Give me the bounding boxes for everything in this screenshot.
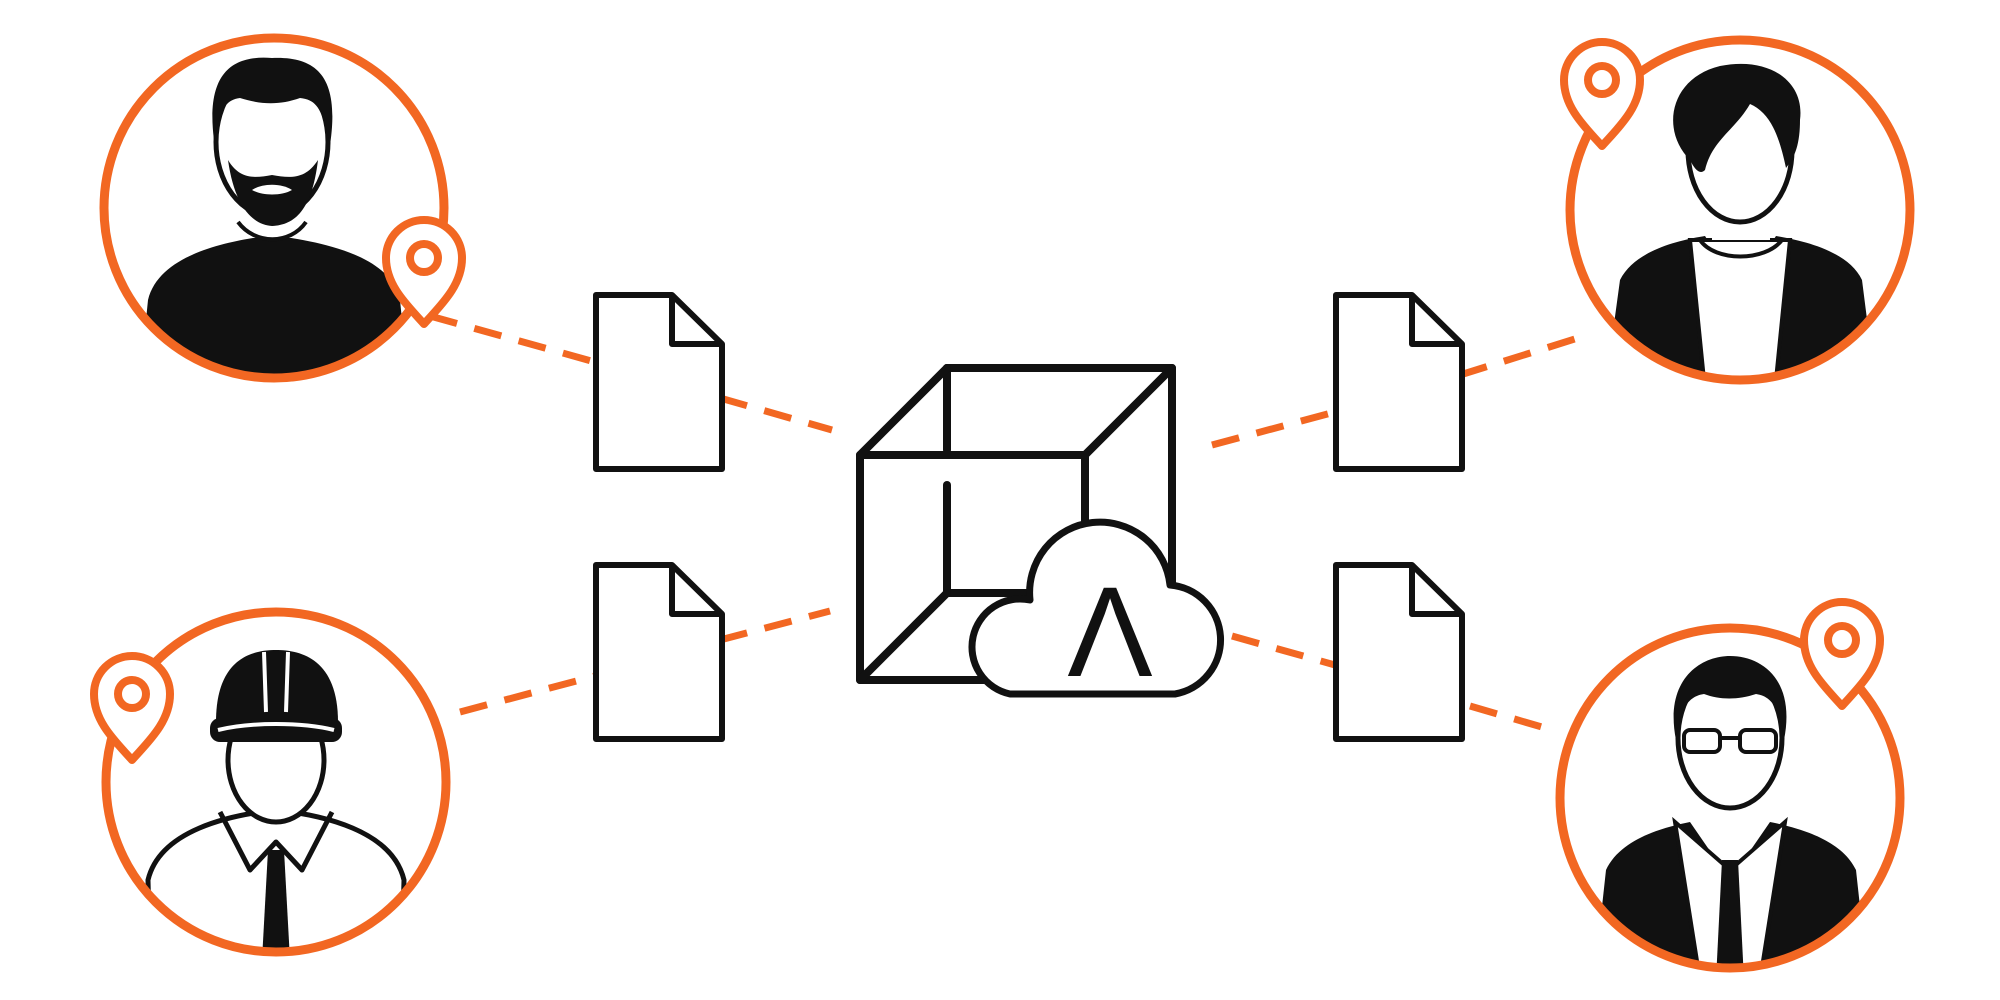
document-icon	[596, 565, 722, 739]
bearded-man-avatar-icon	[140, 57, 408, 378]
cloud-icon: Λ	[968, 518, 1224, 704]
connector-doc-top-right-to-hub	[1211, 408, 1336, 449]
businessman-glasses-avatar-icon	[1594, 656, 1868, 968]
connector-doc-top-left-to-hub	[719, 394, 833, 434]
avatar-ring	[1555, 623, 1905, 973]
location-pin-icon	[90, 652, 174, 764]
avatar-ring	[1565, 35, 1915, 385]
doc-bottom-right	[1336, 565, 1462, 739]
user-bearded-man	[99, 33, 466, 383]
user-hardhat-worker	[90, 607, 451, 957]
connectors	[429, 312, 1580, 734]
user-woman	[1560, 35, 1915, 385]
doc-top-left	[596, 295, 722, 469]
document-icon	[596, 295, 722, 469]
document-icon	[1336, 565, 1462, 739]
hub: Λ	[856, 364, 1224, 704]
connector-user-businessman-to-doc	[1469, 702, 1553, 734]
connector-doc-bottom-right-to-hub	[1231, 632, 1336, 669]
connector-user-woman-to-doc	[1458, 334, 1580, 379]
location-pin-icon	[382, 216, 466, 328]
hardhat-worker-avatar-icon	[145, 650, 407, 952]
doc-bottom-left	[596, 565, 722, 739]
lambda-symbol: Λ	[1067, 561, 1153, 704]
document-icon	[1336, 295, 1462, 469]
connector-user-bearded-man-to-doc	[429, 312, 596, 366]
connector-doc-bottom-left-to-hub	[719, 607, 831, 644]
woman-avatar-icon	[1605, 63, 1876, 380]
user-businessman	[1555, 598, 1905, 973]
location-pin-icon	[1560, 38, 1644, 150]
avatar-ring	[101, 607, 451, 957]
avatar-ring	[99, 33, 449, 383]
location-pin-icon	[1800, 598, 1884, 710]
doc-top-right	[1336, 295, 1462, 469]
connector-user-hardhat-worker-to-doc	[459, 672, 596, 716]
